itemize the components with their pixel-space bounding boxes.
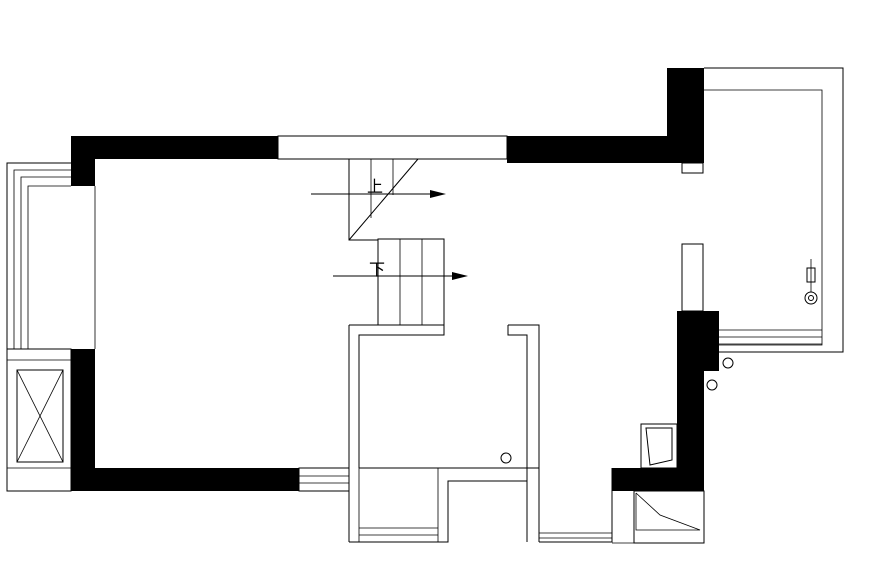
right-balcony bbox=[681, 67, 844, 353]
pipe-circle-inner bbox=[808, 295, 814, 301]
pipe-fixture bbox=[806, 267, 816, 283]
solid-walls bbox=[71, 68, 719, 491]
bottom-right-window bbox=[539, 468, 613, 543]
stair-down-label: 下 bbox=[369, 260, 385, 279]
wall-corner-top-right bbox=[667, 68, 704, 163]
column-stub bbox=[681, 162, 704, 174]
left-cabinet bbox=[6, 348, 72, 492]
wall-right-column bbox=[677, 311, 704, 491]
sink bbox=[640, 423, 678, 469]
wall-top-left bbox=[71, 136, 278, 159]
stair-down-arrow bbox=[333, 272, 468, 280]
drain-circles bbox=[706, 357, 734, 391]
stair-up-flight bbox=[348, 158, 419, 241]
wall-bottom-right bbox=[612, 468, 704, 491]
top-window bbox=[277, 135, 508, 160]
bottom-right-room bbox=[612, 490, 705, 544]
wall-left-upper bbox=[71, 136, 95, 186]
wall-left-lower bbox=[71, 349, 95, 491]
wall-bottom-left bbox=[71, 468, 299, 491]
pipe-circle-outer bbox=[804, 291, 818, 305]
bottom-left-window bbox=[298, 467, 350, 492]
left-bay-window bbox=[6, 162, 96, 350]
bottom-notch bbox=[349, 468, 528, 543]
floor-drain bbox=[500, 452, 512, 464]
pillar bbox=[681, 243, 704, 312]
stair-down-flight bbox=[377, 238, 445, 326]
stair-up-label: 上 bbox=[367, 177, 383, 196]
central-partition bbox=[348, 324, 540, 542]
stair-up-arrow bbox=[311, 190, 446, 198]
